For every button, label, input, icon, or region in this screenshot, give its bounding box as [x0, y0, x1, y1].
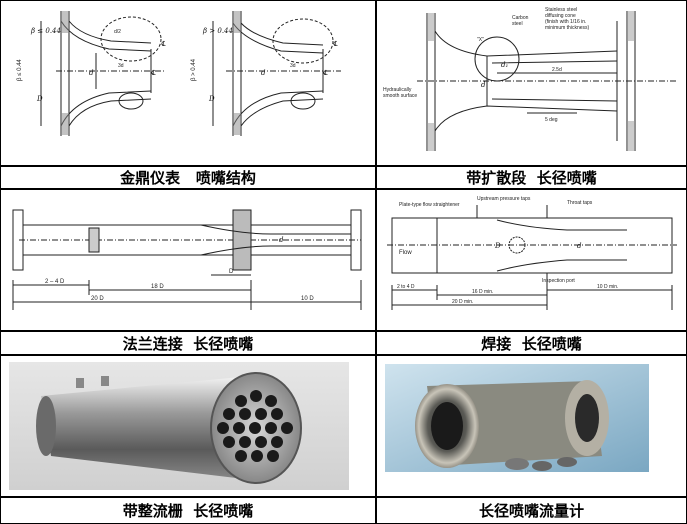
caption-flanged-nozzle: 法兰连接 长径喷嘴: [0, 331, 376, 355]
dim-2-4D: 2 – 4 D: [45, 279, 65, 285]
left-3d-label: 3d: [118, 63, 124, 69]
plate-straightener-label: Plate-type flow straightener: [399, 202, 460, 208]
x-label: "X": [477, 37, 484, 43]
long-radius-nozzle-meter-photo: [376, 355, 687, 497]
left-cl-mid: ℄: [151, 69, 156, 77]
diffuser-nozzle-diagram: Stainless steel diffusing cone (finish w…: [376, 0, 687, 166]
welded-nozzle-diagram: Plate-type flow straightener Upstream pr…: [376, 189, 687, 331]
right-d-label: d: [261, 69, 266, 77]
left-cl-top: ℄: [161, 40, 166, 48]
caption-diffuser-nozzle: 带扩散段 长径喷嘴: [376, 166, 687, 189]
dim-d-label: d: [577, 242, 582, 250]
dim-D-label: D: [494, 242, 501, 250]
diffusing-cone-label: diffusing cone: [545, 13, 576, 19]
caption-nozzle-structure: 金鼎仪表 喷嘴结构: [0, 166, 376, 189]
caption-flow-conditioner-nozzle: 带整流栅 长径喷嘴: [0, 497, 376, 524]
nozzle-structure-diagram: β ≤ 0.44 β ≤ 0.44 D d ℄ ℄ 3d d/2: [0, 0, 376, 166]
dim-20D: 20 D: [91, 296, 104, 302]
right-beta-label: β > 0.44: [202, 27, 233, 35]
right-cl-top: ℄: [333, 40, 338, 48]
inspection-port-label: Inspection port: [542, 278, 575, 284]
left-D-label: D: [36, 95, 43, 103]
right-D-label: D: [208, 95, 215, 103]
right-3d-label: 3d: [290, 63, 296, 69]
throat-taps-label: Throat taps: [567, 200, 593, 206]
dim-10Dmin: 10 D min.: [597, 284, 618, 290]
flanged-nozzle-diagram: 2 – 4 D 18 D 20 D D 10 D d: [0, 189, 376, 331]
dim-18D: 18 D: [151, 284, 164, 290]
dim-20Dmin: 20 D min.: [452, 299, 473, 305]
5-deg-label: 5 deg: [545, 117, 558, 123]
thickness-label: minimum thickness): [545, 25, 590, 31]
hydraulic-label: Hydraulically: [383, 87, 412, 93]
right-ratio-label: β > 0.44: [191, 58, 197, 81]
steel-label: steel: [512, 21, 523, 27]
caption-nozzle-flowmeter: 长径喷嘴流量计: [376, 497, 687, 524]
flow-label: Flow: [399, 250, 412, 256]
stainless-steel-label: Stainless steel: [545, 7, 577, 13]
dim-2to4D: 2 to 4 D: [397, 284, 415, 290]
carbon-label: Carbon: [512, 15, 529, 21]
right-cl-mid: ℄: [323, 69, 328, 77]
upstream-taps-label: Upstream pressure taps: [477, 196, 531, 202]
left-halfd-label: d/2: [114, 29, 121, 35]
flow-conditioner-nozzle-photo: [0, 355, 376, 497]
dim-d: d: [279, 236, 284, 244]
dim-16D: 16 D min.: [472, 289, 493, 295]
left-d-label: d: [89, 69, 94, 77]
smooth-surface-label: smooth surface: [383, 93, 417, 99]
dim-10D: 10 D: [301, 296, 314, 302]
caption-welded-nozzle: 焊接 长径喷嘴: [376, 331, 687, 355]
d1-label: d₁: [501, 61, 508, 69]
finish-label: (finish with 1/16 in.: [545, 19, 586, 25]
d-label: d: [481, 81, 486, 89]
dim-D: D: [229, 269, 234, 275]
left-beta-label: β ≤ 0.44: [30, 27, 61, 35]
left-ratio-label: β ≤ 0.44: [17, 59, 23, 81]
2-5d-label: 2.5d: [552, 67, 562, 73]
